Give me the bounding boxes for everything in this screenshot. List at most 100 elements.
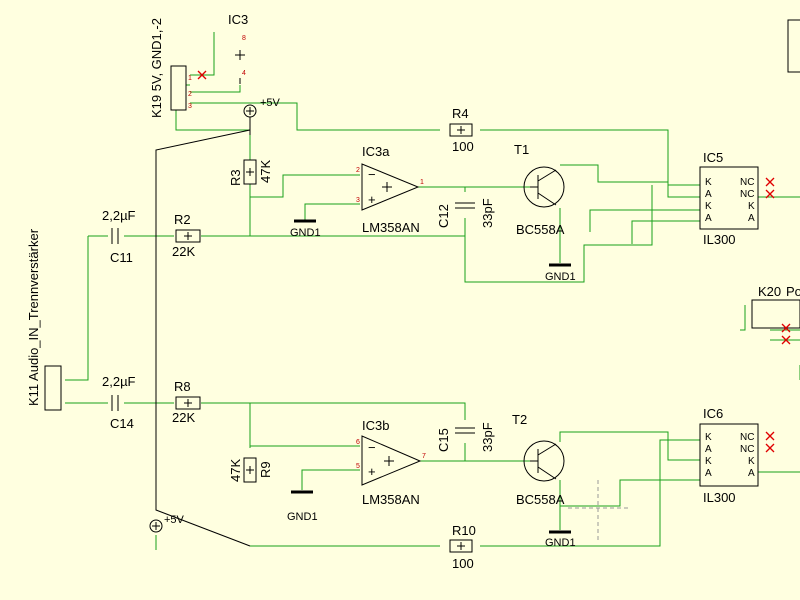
connector-k11: K11 Audio_IN_Trennverstärker [26, 228, 62, 411]
svg-text:1: 1 [420, 179, 424, 186]
svg-text:NC: NC [740, 432, 754, 443]
resistor-r8: R8 22K [172, 379, 201, 425]
svg-text:+5V: +5V [260, 97, 281, 109]
svg-text:−: − [368, 440, 376, 455]
svg-text:+5V: +5V [164, 514, 185, 526]
svg-text:47K: 47K [228, 459, 243, 482]
supply-rail [155, 129, 251, 547]
svg-text:+: + [368, 192, 376, 207]
svg-text:K19 5V, GND1,-2: K19 5V, GND1,-2 [149, 18, 164, 118]
svg-text:GND1: GND1 [545, 537, 576, 549]
svg-text:3: 3 [188, 103, 192, 110]
svg-text:33pF: 33pF [480, 422, 495, 452]
svg-text:IC5: IC5 [703, 150, 723, 165]
svg-text:GND1: GND1 [545, 271, 576, 283]
svg-text:R4: R4 [452, 106, 469, 121]
origin-marker [568, 480, 628, 540]
svg-text:K11 Audio_IN_Trennverstärker: K11 Audio_IN_Trennverstärker [26, 228, 41, 406]
transistor-t1: T1 BC558A [514, 142, 565, 237]
svg-text:K: K [748, 201, 755, 212]
svg-text:R10: R10 [452, 523, 476, 538]
svg-text:BC558A: BC558A [516, 492, 565, 507]
svg-text:100: 100 [452, 139, 474, 154]
svg-text:C15: C15 [436, 428, 451, 452]
svg-text:C12: C12 [436, 204, 451, 228]
svg-text:3: 3 [356, 197, 360, 204]
svg-text:IL300: IL300 [703, 490, 736, 505]
svg-text:100: 100 [452, 556, 474, 571]
svg-text:6: 6 [356, 439, 360, 446]
svg-text:R3: R3 [228, 169, 243, 186]
capacitor-c15: C15 33pF [436, 422, 495, 452]
svg-text:A: A [705, 444, 712, 455]
svg-text:BC558A: BC558A [516, 222, 565, 237]
svg-text:C14: C14 [110, 416, 134, 431]
optocoupler-ic5: IC5 IL300 K A K A NC NC K A [699, 150, 775, 247]
capacitor-c12: C12 33pF [436, 198, 495, 228]
svg-text:IC6: IC6 [703, 406, 723, 421]
svg-text:Po: Po [786, 284, 800, 299]
svg-text:22K: 22K [172, 410, 195, 425]
optocoupler-ic6: IC6 IL300 K A K A NC NC K A [699, 406, 775, 505]
svg-text:22K: 22K [172, 244, 195, 259]
partial-component-top-right [787, 19, 800, 73]
svg-text:K: K [705, 201, 712, 212]
svg-text:K: K [748, 456, 755, 467]
svg-text:A: A [705, 468, 712, 479]
transistor-t2: T2 BC558A [512, 412, 565, 507]
svg-text:2: 2 [188, 91, 192, 98]
svg-text:K: K [705, 456, 712, 467]
svg-text:2,2µF: 2,2µF [102, 374, 136, 389]
svg-text:1: 1 [188, 75, 192, 82]
svg-text:NC: NC [740, 444, 754, 455]
svg-text:R9: R9 [258, 461, 273, 478]
svg-text:K20: K20 [758, 284, 781, 299]
svg-text:LM358AN: LM358AN [362, 492, 420, 507]
supply-5v-bottom: +5V [149, 514, 185, 533]
resistor-r3: R3 47K [228, 159, 273, 186]
wires [65, 32, 800, 550]
ground-ic3b: GND1 [287, 490, 318, 523]
opamp-ic3a: − + 2 3 1 IC3a LM358AN [356, 144, 424, 235]
svg-text:K: K [705, 432, 712, 443]
svg-text:5: 5 [356, 463, 360, 470]
svg-text:2: 2 [356, 167, 360, 174]
svg-text:IC3a: IC3a [362, 144, 390, 159]
svg-text:LM358AN: LM358AN [362, 220, 420, 235]
svg-text:GND1: GND1 [290, 227, 321, 239]
svg-text:GND1: GND1 [287, 511, 318, 523]
svg-text:4: 4 [242, 70, 246, 77]
connector-k20: K20 Po [751, 284, 800, 345]
svg-text:T2: T2 [512, 412, 527, 427]
ground-t2: GND1 [545, 530, 576, 549]
svg-text:IC3: IC3 [228, 12, 248, 27]
resistor-r9: 47K R9 [228, 457, 273, 483]
resistor-r2: R2 22K [172, 212, 201, 259]
svg-text:+: + [368, 464, 376, 479]
svg-text:A: A [748, 468, 755, 479]
svg-text:A: A [705, 213, 712, 224]
svg-text:K: K [705, 177, 712, 188]
svg-text:C11: C11 [110, 250, 133, 265]
svg-text:A: A [748, 213, 755, 224]
svg-text:8: 8 [242, 35, 246, 42]
svg-text:2,2µF: 2,2µF [102, 208, 136, 223]
svg-text:IC3b: IC3b [362, 418, 389, 433]
svg-text:7: 7 [422, 453, 426, 460]
capacitor-c11: 2,2µF C11 [102, 208, 136, 265]
supply-5v-top: +5V [243, 97, 281, 135]
svg-text:R2: R2 [174, 212, 191, 227]
svg-text:T1: T1 [514, 142, 529, 157]
resistor-r4: R4 100 [449, 106, 474, 154]
svg-text:R8: R8 [174, 379, 191, 394]
svg-text:33pF: 33pF [480, 198, 495, 228]
ground-t1: GND1 [545, 263, 576, 283]
connector-k19: K19 5V, GND1,-2 1 2 3 [149, 18, 207, 118]
svg-text:A: A [705, 189, 712, 200]
svg-text:NC: NC [740, 177, 754, 188]
ground-ic3a: GND1 [290, 219, 321, 239]
svg-text:IL300: IL300 [703, 232, 736, 247]
svg-text:−: − [368, 167, 376, 182]
svg-text:NC: NC [740, 189, 754, 200]
